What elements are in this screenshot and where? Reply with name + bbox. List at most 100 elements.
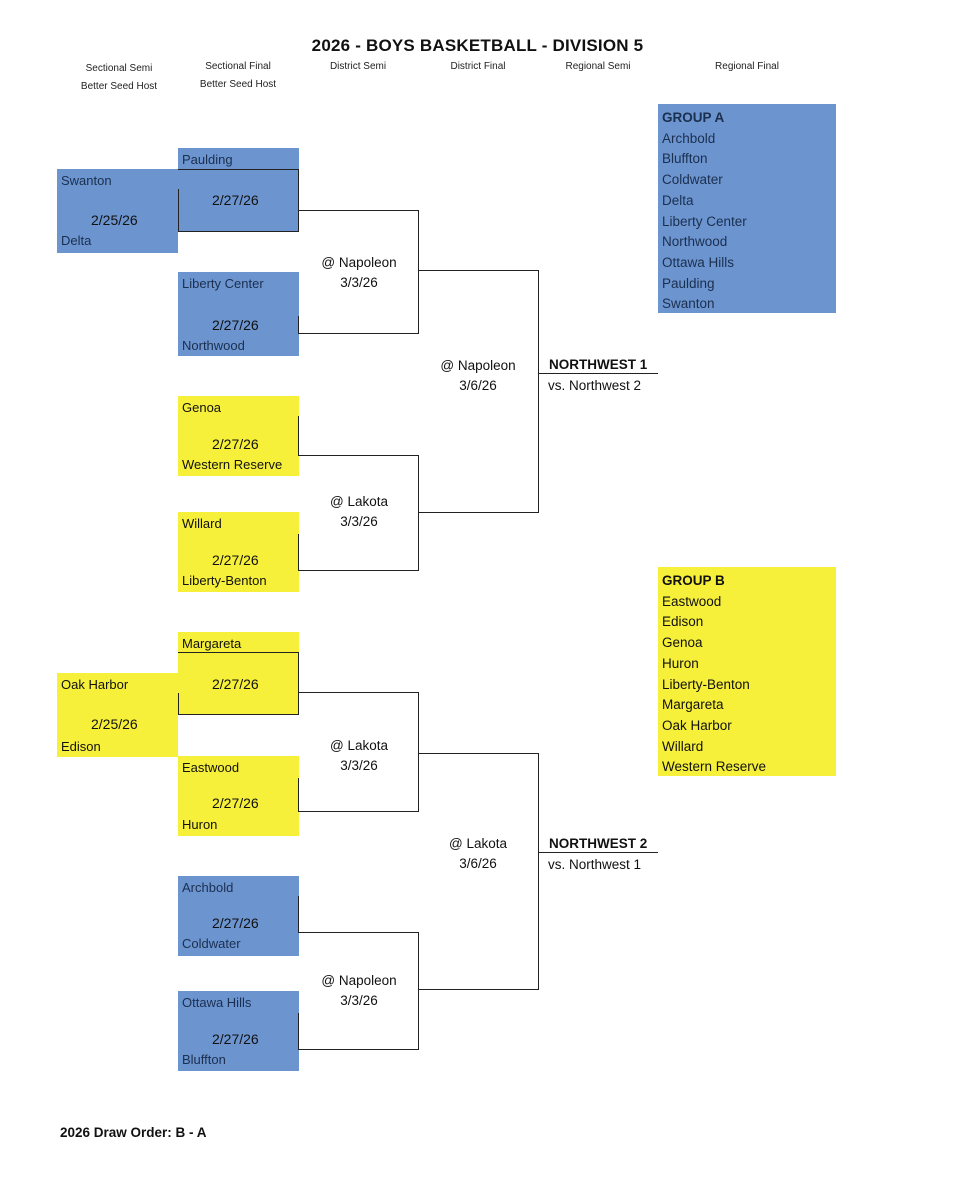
- game-date: 3/3/26: [340, 514, 378, 529]
- team-name: Northwood: [182, 338, 245, 353]
- bracket-line: [418, 270, 539, 271]
- sectional-final-game-3: Genoa 2/27/26 Western Reserve: [178, 396, 299, 476]
- group-team: Western Reserve: [662, 759, 767, 775]
- column-header-line1: Regional Semi: [565, 61, 631, 72]
- bracket-line: [418, 692, 419, 812]
- team-name: Liberty Center: [182, 276, 264, 291]
- district-semi-4: @ Napoleon 3/3/26: [300, 971, 418, 1011]
- team-name: Margareta: [182, 636, 242, 651]
- district-final-2: @ Lakota 3/6/26: [418, 834, 538, 874]
- sectional-final-game-8: Ottawa Hills 2/27/26 Bluffton: [178, 991, 299, 1071]
- group-team: Bluffton: [662, 151, 708, 167]
- team-name: Bluffton: [182, 1052, 226, 1067]
- bracket-line: [298, 778, 299, 812]
- sectional-semi-game-1: Swanton 2/25/26 Delta: [57, 169, 178, 253]
- bracket-line: [298, 1013, 299, 1050]
- group-team: Archbold: [662, 130, 716, 146]
- site-label: @ Napoleon: [321, 973, 397, 988]
- district-semi-1: @ Napoleon 3/3/26: [300, 253, 418, 293]
- column-header-line2: Better Seed Host: [80, 81, 158, 92]
- district-semi-2: @ Lakota 3/3/26: [300, 492, 418, 532]
- team-name: Huron: [182, 817, 218, 832]
- bracket-line: [298, 455, 418, 456]
- bracket-line: [178, 714, 299, 715]
- group-a-box: GROUP A Archbold Bluffton Coldwater Delt…: [658, 104, 836, 313]
- regional-semi-1-opponent: vs. Northwest 2: [548, 378, 642, 393]
- bracket-line: [418, 455, 419, 571]
- group-team: Genoa: [662, 635, 703, 651]
- column-header-line2: Better Seed Host: [199, 79, 277, 90]
- bracket-line: [418, 989, 539, 990]
- game-date: 2/27/26: [212, 436, 259, 452]
- bracket-line: [298, 316, 299, 334]
- team-name: Oak Harbor: [61, 677, 129, 692]
- team-name: Paulding: [182, 152, 233, 167]
- site-label: @ Napoleon: [321, 255, 397, 270]
- sectional-final-game-6: Eastwood 2/27/26 Huron: [178, 756, 299, 836]
- column-header-line1: Regional Final: [715, 61, 779, 72]
- game-date: 2/27/26: [212, 1031, 259, 1047]
- site-label: @ Lakota: [330, 738, 388, 753]
- regional-semi-2-opponent: vs. Northwest 1: [548, 857, 642, 872]
- column-header-regional-semi: Regional Semi: [538, 58, 658, 76]
- regional-semi-2: NORTHWEST 2: [549, 834, 647, 854]
- team-name: Coldwater: [182, 936, 241, 951]
- bracket-line: [178, 652, 299, 653]
- bracket-line: [298, 333, 418, 334]
- district-semi-3: @ Lakota 3/3/26: [300, 736, 418, 776]
- column-header-sectional-semi: Sectional Semi Better Seed Host: [58, 60, 180, 96]
- game-date: 2/27/26: [212, 915, 259, 931]
- group-title: GROUP B: [662, 573, 725, 588]
- group-team: Edison: [662, 614, 704, 630]
- sectional-final-game-2: Liberty Center 2/27/26 Northwood: [178, 272, 299, 356]
- group-team: Willard: [662, 738, 704, 754]
- sectional-final-game-4: Willard 2/27/26 Liberty-Benton: [178, 512, 299, 592]
- game-date: 3/3/26: [340, 993, 378, 1008]
- site-label: @ Lakota: [330, 494, 388, 509]
- game-date: 2/27/26: [212, 552, 259, 568]
- bracket-line: [298, 1049, 418, 1050]
- bracket-line: [418, 753, 539, 754]
- bracket-line: [298, 932, 418, 933]
- site-label: @ Napoleon: [440, 358, 516, 373]
- game-date: 2/27/26: [212, 192, 259, 208]
- column-header-sectional-final: Sectional Final Better Seed Host: [177, 58, 299, 94]
- game-date: 2/27/26: [212, 795, 259, 811]
- group-team: Paulding: [662, 275, 715, 291]
- regional-name: NORTHWEST 1: [549, 357, 648, 372]
- bracket-line: [418, 932, 419, 1050]
- group-team: Coldwater: [662, 172, 723, 188]
- bracket-line: [538, 373, 658, 374]
- group-team: Delta: [662, 192, 694, 208]
- group-team: Liberty Center: [662, 213, 747, 229]
- team-name: Eastwood: [182, 760, 240, 775]
- sectional-semi-game-2: Oak Harbor 2/25/26 Edison: [57, 673, 178, 757]
- bracket-line: [418, 512, 539, 513]
- bracket-line: [298, 652, 299, 715]
- team-name: Swanton: [61, 173, 112, 188]
- game-date: 2/25/26: [91, 716, 138, 732]
- bracket-line: [298, 570, 418, 571]
- column-header-line1: Sectional Final: [205, 61, 271, 72]
- game-date: 2/27/26: [212, 317, 259, 333]
- group-team: Eastwood: [662, 593, 722, 609]
- bracket-line: [298, 210, 418, 211]
- game-date: 3/6/26: [459, 856, 497, 871]
- bracket-line: [178, 231, 299, 232]
- bracket-line: [298, 896, 299, 933]
- bracket-line: [178, 169, 299, 170]
- sectional-final-game-1: Paulding 2/27/26: [178, 148, 299, 232]
- bracket-line: [178, 189, 179, 232]
- bracket-line: [538, 852, 658, 853]
- page-title: 2026 - BOYS BASKETBALL - DIVISION 5: [311, 36, 644, 55]
- bracket-line: [178, 693, 179, 714]
- bracket-line: [298, 811, 418, 812]
- column-header-district-final: District Final: [418, 58, 538, 76]
- game-date: 2/25/26: [91, 212, 138, 228]
- column-header-district-semi: District Semi: [298, 58, 418, 76]
- group-title: GROUP A: [662, 110, 725, 125]
- regional-name: NORTHWEST 2: [549, 836, 648, 851]
- regional-semi-1: NORTHWEST 1: [549, 355, 647, 375]
- column-header-line1: District Final: [450, 61, 506, 72]
- team-name: Ottawa Hills: [182, 995, 252, 1010]
